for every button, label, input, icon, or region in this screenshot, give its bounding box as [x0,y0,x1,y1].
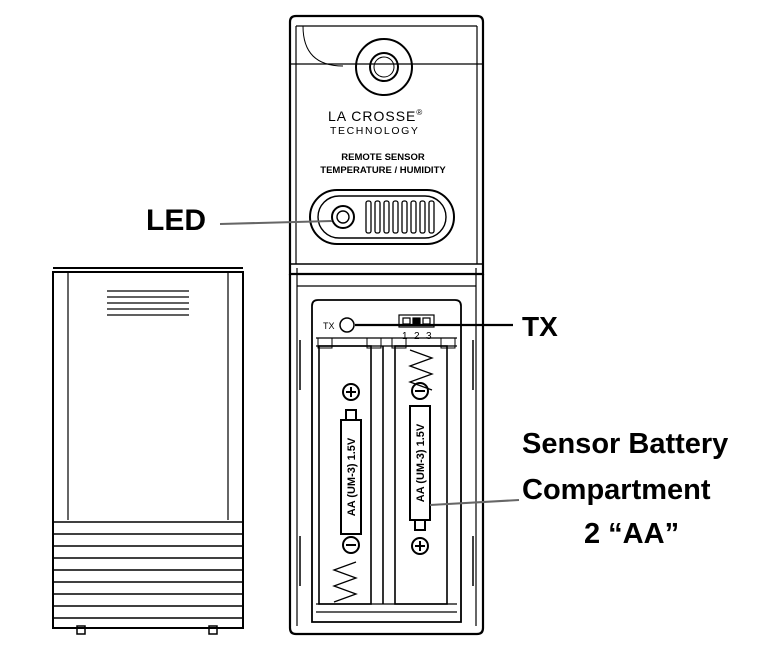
battery-left [340,409,362,535]
tx-mark: TX [323,321,335,331]
led-indicator [331,205,355,229]
spring-right [408,349,434,391]
cover-tabs [76,625,218,635]
battery-right [409,405,431,531]
brand-name: LA CROSSE® [328,108,423,124]
sensor-title-line1: REMOTE SENSOR [341,152,425,163]
battery-right-label: AA (UM-3) 1.5V [415,423,427,502]
battery-leader-line [429,499,520,506]
cover-ribs [53,521,243,619]
battery-left-minus-icon [342,536,360,554]
hanging-hole [355,38,413,96]
led-leader-line [219,220,333,225]
sensor-body-top [288,14,485,276]
vent-slots [365,200,435,234]
battery-callout-line2: Compartment [522,474,711,506]
battery-callout-line1: Sensor Battery [522,428,729,460]
battery-left-plus-icon [342,383,360,401]
tx-button [339,317,355,333]
cover-grip-lines [107,290,189,316]
compartment-well [311,299,462,623]
battery-callout-line3: 2 “AA” [584,518,680,550]
sensor-title-line2: TEMPERATURE / HUMIDITY [320,165,446,176]
dip-switch-number-3: 3 [426,331,432,342]
dip-switch-number-2: 2 [414,331,420,342]
tx-callout-label: TX [522,311,558,342]
dip-switch-number-1: 1 [402,331,408,342]
led-window [309,189,455,245]
battery-cover [52,267,244,629]
brand-sub: TECHNOLOGY [330,125,420,137]
battery-right-minus-icon [411,382,429,400]
sensor-body-bottom [288,268,485,636]
battery-right-plus-icon [411,537,429,555]
spring-left [332,561,358,603]
led-callout-label: LED [146,204,206,237]
battery-left-label: AA (UM-3) 1.5V [346,437,358,516]
